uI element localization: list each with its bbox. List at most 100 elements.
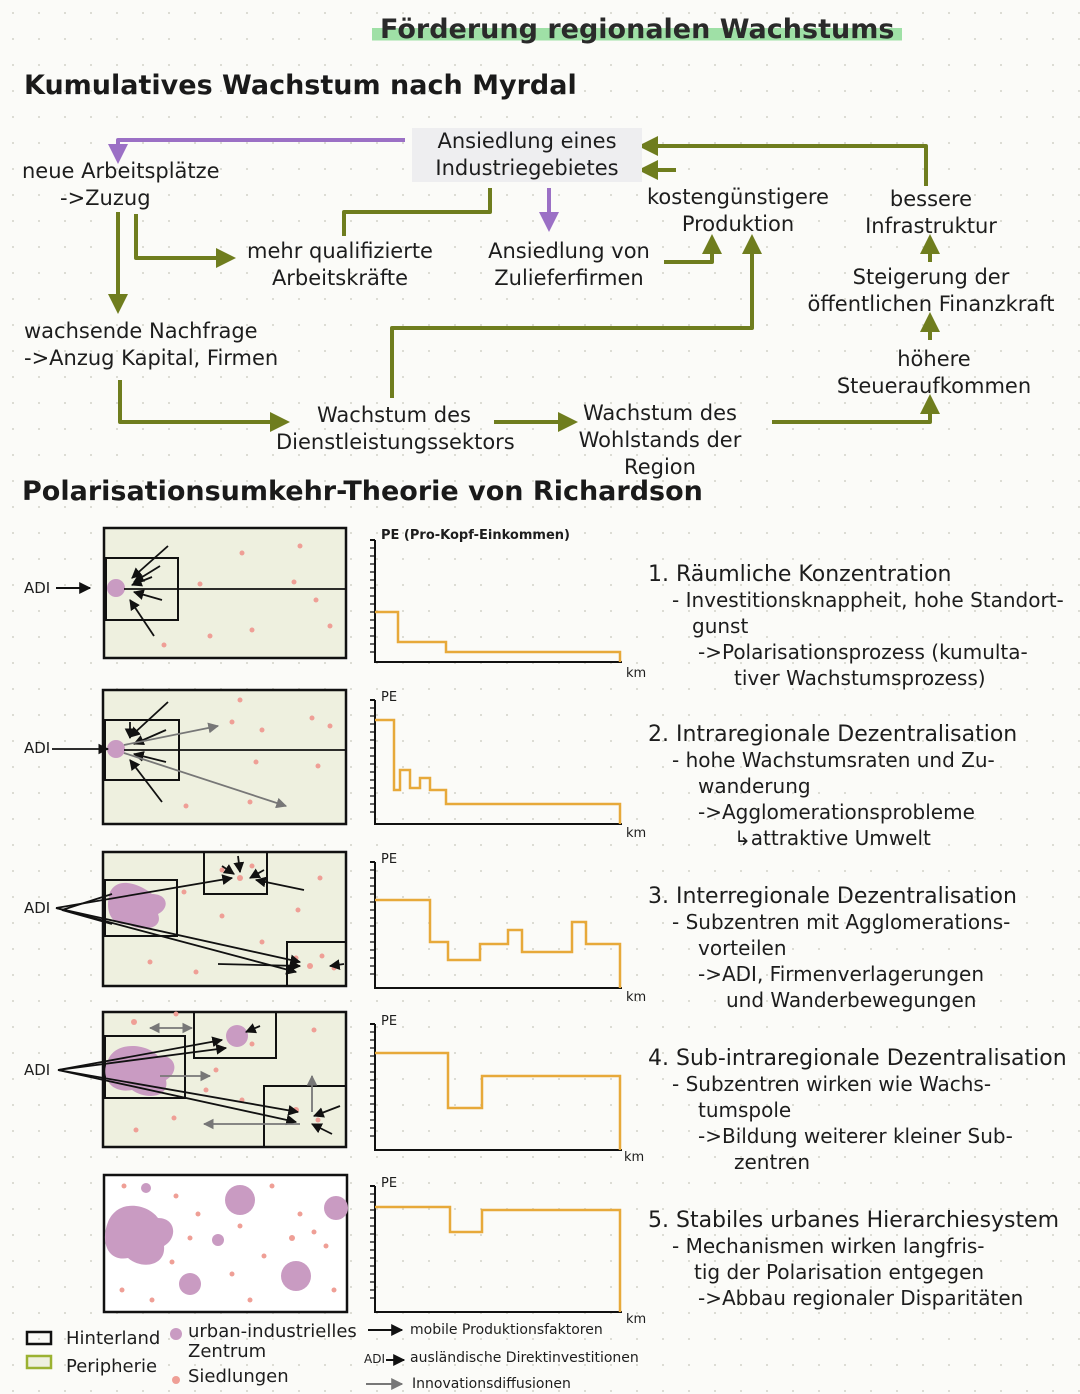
node-finanzkraft: Steigerung der öffentlichen Finanzkraft (790, 264, 1072, 318)
node-qualifiziert-line2: Arbeitskräfte (271, 266, 409, 290)
node-qualifiziert: mehr qualifizierte Arbeitskräfte (236, 238, 444, 292)
node-wohlstand: Wachstum des Wohlstands der Region (540, 400, 780, 481)
arrow-dienst-kosten (390, 234, 762, 398)
map-phase-1 (56, 526, 348, 660)
node-kosten-line1: kostengünstigere (647, 185, 829, 209)
arrow-wohlstand-steuer (772, 394, 940, 424)
node-dienstleistung: Wachstum des Dienstleistungssektors (276, 402, 515, 456)
phase-2-line1: - hohe Wachstumsraten und Zu- (672, 748, 995, 772)
phase-4: 4. Sub-intraregionale Dezentralisation -… (648, 1046, 1074, 1175)
node-zulieferer-line1: Ansiedlung von (488, 239, 650, 263)
node-wohlstand-line1: Wachstum des (583, 401, 737, 425)
node-arbeitsplaetze-line1: neue Arbeitsplätze (22, 159, 220, 183)
map-phase-4 (57, 1010, 348, 1149)
arrow-nachfrage-dienst (118, 380, 290, 432)
legend-shapes (25, 1324, 406, 1390)
phase-3-title: 3. Interregionale Dezentralisation (648, 884, 1017, 909)
phase-2-title: 2. Intraregionale Dezentralisation (648, 722, 1018, 747)
myrdal-arrows (108, 136, 940, 432)
richardson-heading: Polarisationsumkehr-Theorie von Richards… (22, 476, 703, 507)
legend-direktinvestitionen: ausländische Direktinvestitionen (410, 1350, 639, 1366)
phase-3: 3. Interregionale Dezentralisation - Sub… (648, 884, 1074, 1013)
km-label-4: km (624, 1150, 645, 1165)
phase-1: 1. Räumliche Konzentration - Investition… (648, 562, 1074, 691)
node-dienstleistung-line2: Dienstleistungssektors (276, 430, 515, 454)
arrow-zulieferer-kosten (664, 234, 722, 264)
node-dienstleistung-line1: Wachstum des (317, 403, 471, 427)
pe-label-1: PE (Pro-Kopf-Einkommen) (381, 528, 570, 543)
phase-5: 5. Stabiles urbanes Hierarchiesystem - M… (648, 1208, 1074, 1311)
adi-label-4: ADI (24, 1061, 51, 1079)
map-phase-2 (52, 688, 348, 826)
myrdal-heading: Kumulatives Wachstum nach Myrdal (24, 70, 577, 101)
adi-label-2: ADI (24, 739, 51, 757)
node-industriegebiet-line2: Industriegebietes (435, 156, 619, 180)
node-kosten: kostengünstigere Produktion (640, 184, 836, 238)
legend-peripherie: Peripherie (66, 1356, 158, 1377)
node-infrastruktur-line1: bessere (889, 187, 973, 211)
km-label-5: km (626, 1312, 647, 1327)
phase-2: 2. Intraregionale Dezentralisation - hoh… (648, 722, 1074, 851)
legend-innovation: Innovationsdiffusionen (412, 1376, 571, 1392)
pe-label-3: PE (381, 852, 398, 867)
node-arbeitsplaetze-line2: ->Zuzug (60, 186, 151, 210)
phase-5-line1: - Mechanismen wirken langfris- (672, 1234, 985, 1258)
legend-zentrum: urban-industrielles Zentrum (188, 1322, 357, 1362)
arrow-arbeit-qualifiziert (134, 214, 236, 268)
arrow-infra-industrie (638, 136, 928, 186)
page-title: Förderung regionalen Wachstums (372, 14, 903, 45)
node-wohlstand-line2: Wohlstands der Region (578, 428, 742, 479)
phase-2-line4: ↳attraktive Umwelt (734, 826, 931, 850)
node-steuer: höhere Steueraufkommen (832, 346, 1036, 400)
node-qualifiziert-line1: mehr qualifizierte (247, 239, 433, 263)
pe-lines (375, 610, 622, 1312)
phase-3-line1: - Subzentren mit Agglomerations- (672, 910, 1011, 934)
pe-label-2: PE (381, 690, 398, 705)
node-zulieferer: Ansiedlung von Zulieferfirmen (478, 238, 660, 292)
node-finanzkraft-line1: Steigerung der (852, 265, 1010, 289)
node-finanzkraft-line2: öffentlichen Finanzkraft (807, 292, 1055, 316)
phase-1-line3: ->Polarisationsprozess (kumulta- (698, 640, 1028, 664)
node-kosten-line2: Produktion (681, 212, 795, 236)
phase-4-line1: - Subzentren wirken wie Wachs- (672, 1072, 992, 1096)
map-phase-5 (102, 1173, 349, 1314)
phase-5-title: 5. Stabiles urbanes Hierarchiesystem (648, 1208, 1060, 1233)
map-phase-3 (55, 850, 348, 988)
phase-5-line3: ->Abbau regionaler Disparitäten (698, 1286, 1024, 1310)
legend-siedlungen: Siedlungen (188, 1366, 289, 1387)
phase-3-line4: und Wanderbewegungen (726, 988, 977, 1012)
pe-label-5: PE (381, 1176, 398, 1191)
node-infrastruktur-line2: Infrastruktur (865, 214, 997, 238)
pe-label-4: PE (381, 1014, 398, 1029)
phase-1-line1: - Investitionsknappheit, hohe Standort- (672, 588, 1064, 612)
node-industriegebiet: Ansiedlung eines Industriegebietes (412, 128, 642, 182)
pe-axes (370, 539, 622, 1313)
phase-4-line4: zentren (734, 1150, 811, 1174)
arrow-industrie-arbeit (108, 138, 405, 164)
node-nachfrage-line2: ->Anzug Kapital, Firmen (24, 346, 279, 370)
legend-zentrum-line1: urban-industrielles (188, 1321, 357, 1342)
node-steuer-line2: Steueraufkommen (836, 374, 1032, 398)
arrow-industrie-qualifiziert (342, 188, 492, 236)
phase-5-line2: tig der Polarisation entgegen (694, 1260, 985, 1284)
phase-1-line2: gunst (692, 614, 749, 638)
km-label-2: km (626, 826, 647, 841)
km-label-3: km (626, 990, 647, 1005)
phase-1-line4: tiver Wachstumsprozess) (734, 666, 986, 690)
node-industriegebiet-line1: Ansiedlung eines (437, 129, 617, 153)
node-steuer-line1: höhere (897, 347, 971, 371)
node-zulieferer-line2: Zulieferfirmen (494, 266, 644, 290)
node-arbeitsplaetze: neue Arbeitsplätze ->Zuzug (22, 158, 220, 212)
km-label-1: km (626, 666, 647, 681)
phase-2-line3: ->Agglomerationsprobleme (698, 800, 975, 824)
legend-adi-prefix: ADI (364, 1352, 385, 1366)
node-infrastruktur: bessere Infrastruktur (852, 186, 1010, 240)
node-nachfrage: wachsende Nachfrage ->Anzug Kapital, Fir… (24, 318, 278, 372)
phase-4-title: 4. Sub-intraregionale Dezentralisation (648, 1046, 1067, 1071)
legend-zentrum-line2: Zentrum (188, 1341, 267, 1362)
legend-mobile: mobile Produktionsfaktoren (410, 1322, 603, 1338)
node-nachfrage-line1: wachsende Nachfrage (24, 319, 258, 343)
adi-label-3: ADI (24, 899, 51, 917)
legend-hinterland: Hinterland (66, 1328, 161, 1349)
